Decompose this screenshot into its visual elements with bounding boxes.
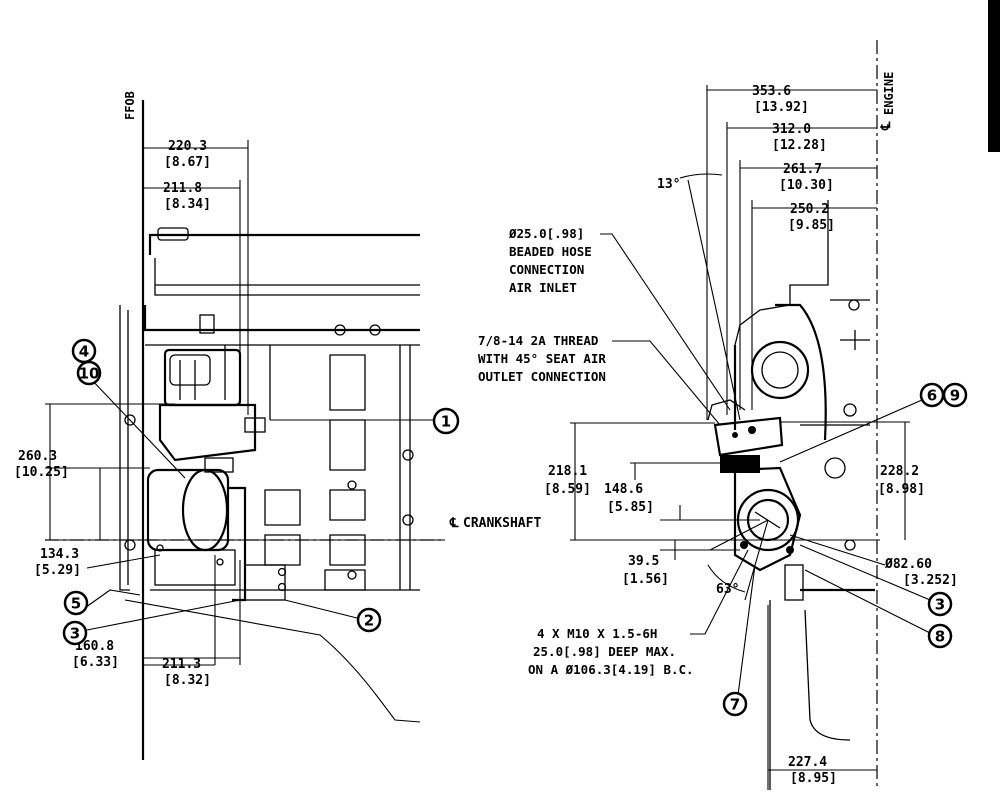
dim-261-mm: 261.7 xyxy=(783,162,822,177)
svg-text:10: 10 xyxy=(79,365,100,383)
note-thread-2: WITH 45° SEAT AIR xyxy=(478,351,606,366)
dim-148-mm: 148.6 xyxy=(604,482,643,497)
dim-160-mm: 160.8 xyxy=(75,639,114,654)
engine-housing-outline xyxy=(733,200,875,790)
svg-text:7: 7 xyxy=(730,696,740,714)
note-bolt-1: 4 X M10 X 1.5-6H xyxy=(537,626,657,641)
callout-3-left: 3 xyxy=(62,620,88,646)
engine-cl-symbol: ℄ xyxy=(879,121,894,131)
dim-227-in: [8.95] xyxy=(790,771,837,786)
dim-211-8-in: [8.34] xyxy=(164,197,211,212)
svg-text:4: 4 xyxy=(79,343,89,361)
callout-1: 1 xyxy=(432,407,460,435)
callout-4: 4 xyxy=(71,338,97,364)
dim-134-mm: 134.3 xyxy=(40,547,79,562)
svg-text:3: 3 xyxy=(935,596,945,614)
note-thread-1: 7/8-14 2A THREAD xyxy=(478,333,598,348)
note-air-inlet-2: BEADED HOSE xyxy=(509,244,592,259)
dim-260-in: [10.25] xyxy=(14,465,69,480)
dim-39-mm: 39.5 xyxy=(628,554,659,569)
dim-220-in: [8.67] xyxy=(164,155,211,170)
dim-250-in: [9.85] xyxy=(788,218,835,233)
callout-5: 5 xyxy=(63,590,89,616)
dim-260-mm: 260.3 xyxy=(18,449,57,464)
right-view: ℄ ENGINE xyxy=(478,40,968,790)
crankshaft-cl-symbol: ℄ xyxy=(449,516,459,531)
callout-3-right: 3 xyxy=(927,591,953,617)
callout-8: 8 xyxy=(927,623,953,649)
dim-312-in: [12.28] xyxy=(772,138,827,153)
note-air-inlet-4: AIR INLET xyxy=(509,280,577,295)
left-view: FFOB xyxy=(14,91,541,760)
callout-7: 7 xyxy=(722,691,748,717)
dim-220-mm: 220.3 xyxy=(168,139,207,154)
page-edge-tab xyxy=(988,0,1000,152)
right-compressor xyxy=(707,399,804,601)
crankshaft-label: CRANKSHAFT xyxy=(463,516,541,531)
callout-10: 10 xyxy=(76,360,102,386)
engine-block-outline xyxy=(74,227,421,723)
callout-9: 9 xyxy=(942,382,968,408)
thread-leader xyxy=(612,340,721,426)
bolt-leader xyxy=(690,549,749,635)
dim-148-in: [5.85] xyxy=(607,500,654,515)
dim-228-in: [8.98] xyxy=(878,482,925,497)
dim-82-in: [3.252] xyxy=(903,573,958,588)
dim-218-in: [8.59] xyxy=(544,482,591,497)
note-air-inlet-3: CONNECTION xyxy=(509,262,584,277)
svg-text:2: 2 xyxy=(364,612,374,630)
dim-211-3-in: [8.32] xyxy=(164,673,211,688)
callout-6: 6 xyxy=(919,382,945,408)
dim-211-8-mm: 211.8 xyxy=(163,181,202,196)
note-air-inlet-1: Ø25.0[.98] xyxy=(508,226,584,241)
svg-text:6: 6 xyxy=(927,387,937,405)
dim-134-in: [5.29] xyxy=(34,563,81,578)
svg-text:8: 8 xyxy=(935,628,945,646)
dim-82-mm: Ø82.60 xyxy=(884,557,932,572)
dim-211-3-mm: 211.3 xyxy=(162,657,201,672)
note-thread-3: OUTLET CONNECTION xyxy=(478,369,606,384)
angle-13: 13° xyxy=(657,177,680,192)
svg-text:5: 5 xyxy=(71,595,81,613)
callout-2: 2 xyxy=(356,607,382,633)
dim-353-in: [13.92] xyxy=(754,100,809,115)
dim-218-mm: 218.1 xyxy=(548,464,587,479)
dim-312-mm: 312.0 xyxy=(772,122,811,137)
dim-160-in: [6.33] xyxy=(72,655,119,670)
svg-text:9: 9 xyxy=(950,387,960,405)
dim-227-mm: 227.4 xyxy=(788,755,827,770)
svg-text:1: 1 xyxy=(441,413,451,431)
note-bolt-2: 25.0[.98] DEEP MAX. xyxy=(533,644,676,659)
air-inlet-leader xyxy=(600,233,731,411)
dim-250-mm: 250.2 xyxy=(790,202,829,217)
engine-label: ENGINE xyxy=(882,72,896,115)
ffob-label: FFOB xyxy=(123,91,137,120)
dim-228-mm: 228.2 xyxy=(880,464,919,479)
note-bolt-3: ON A Ø106.3[4.19] B.C. xyxy=(528,662,694,677)
dim-353-mm: 353.6 xyxy=(752,84,791,99)
dim-39-in: [1.56] xyxy=(622,572,669,587)
dim-261-in: [10.30] xyxy=(779,178,834,193)
svg-text:3: 3 xyxy=(70,625,80,643)
